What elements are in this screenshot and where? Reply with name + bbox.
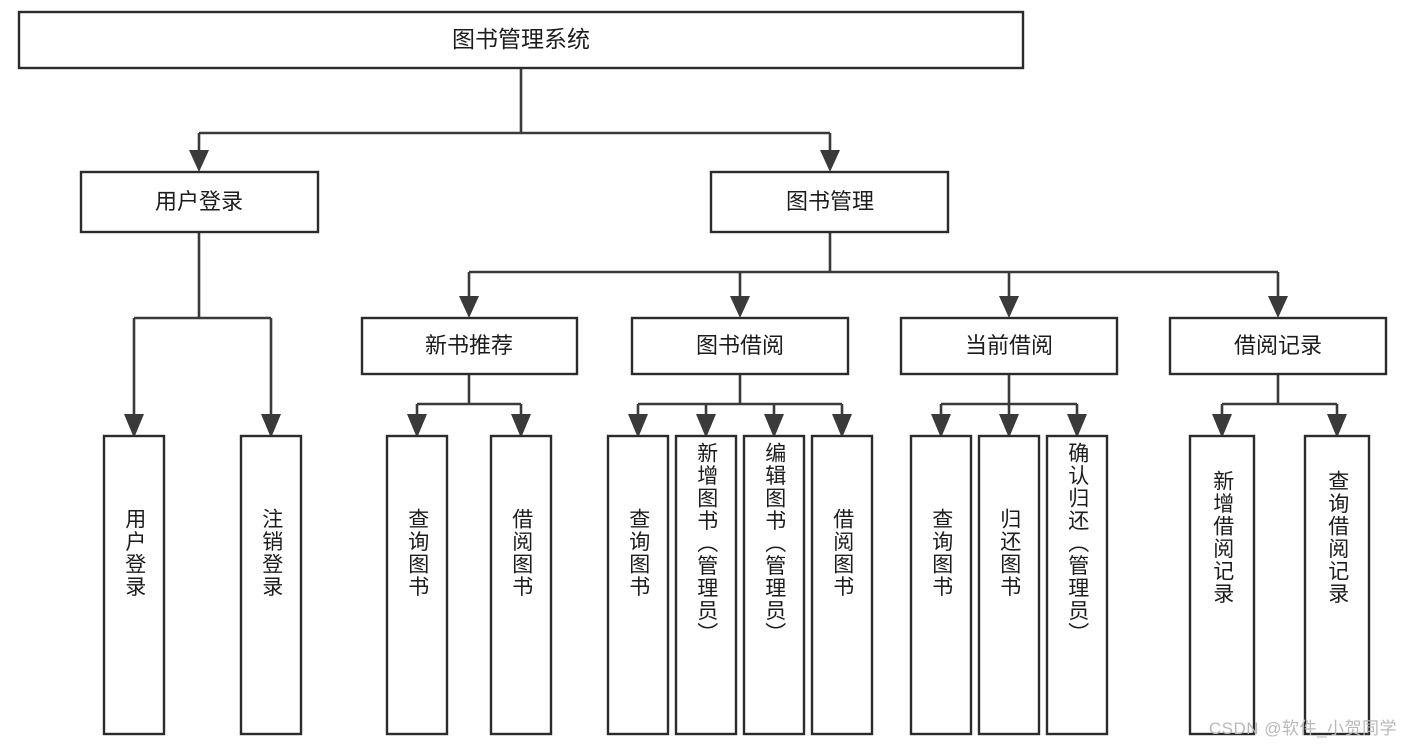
leaf-label-newbook-query-book: 查询图书 (405, 508, 429, 598)
arrowhead-currentborrow-leaf-2 (999, 414, 1019, 438)
arrowhead-borrow-records (1268, 296, 1288, 318)
node-book-borrow-label: 图书借阅 (696, 333, 784, 358)
node-book-manage-box[interactable] (709, 170, 950, 234)
leaf-box-borrow-book[interactable] (810, 434, 874, 736)
node-current-borrow[interactable]: 当前借阅 (899, 316, 1119, 376)
node-book-manage-label: 图书管理 (786, 189, 874, 214)
leaf-box-logout[interactable] (239, 434, 303, 736)
watermark-text: CSDN @软件_小贺同学 (1208, 719, 1397, 738)
arrowhead-borrowrecords-leaf-1 (1212, 414, 1232, 438)
leaf-box-query-borrow-record[interactable] (1303, 434, 1371, 736)
arrowhead-currentborrow-leaf-3 (1067, 414, 1087, 438)
node-borrow-records-label: 借阅记录 (1234, 333, 1322, 358)
leaf-label-borrow-query-book: 查询图书 (626, 508, 650, 598)
leaf-box-edit-book-admin[interactable] (742, 434, 806, 736)
arrowhead-bookborrow-leaf-1 (628, 414, 648, 438)
leaf-label-return-book: 归还图书 (997, 508, 1021, 598)
leaf-label-user-login: 用户登录 (122, 508, 146, 598)
leaf-box-confirm-return-admin[interactable] (1045, 434, 1109, 736)
node-user-login-label: 用户登录 (155, 189, 243, 214)
node-new-book-recommend-box[interactable] (360, 316, 579, 376)
arrowhead-newbook-leaf-2 (511, 414, 531, 438)
arrowhead-currentborrow-leaf-1 (931, 414, 951, 438)
arrowhead-bookborrow-leaf-4 (832, 414, 852, 438)
leaf-box-borrow-book-newbook[interactable] (489, 434, 553, 736)
leaf-label-query-borrow-record: 查询借阅记录 (1325, 470, 1349, 605)
node-user-login[interactable]: 用户登录 (79, 170, 320, 234)
leaf-box-add-borrow-record[interactable] (1188, 434, 1256, 736)
arrowhead-userlogin-leaf-2 (261, 414, 281, 438)
node-current-borrow-label: 当前借阅 (965, 333, 1053, 358)
arrowhead-bookborrow-leaf-2 (696, 414, 716, 438)
leaf-box-query-book-borrow[interactable] (606, 434, 670, 736)
leaf-label-add-book-admin: 新增图书（管理员） (694, 442, 718, 645)
node-current-borrow-box[interactable] (899, 316, 1119, 376)
leaf-box-group (102, 434, 1371, 736)
arrowhead-newbook-leaf-1 (407, 414, 427, 438)
node-borrow-records-box[interactable] (1168, 316, 1388, 376)
leaf-label-borrow-book: 借阅图书 (830, 508, 854, 598)
node-book-manage[interactable]: 图书管理 (709, 170, 950, 234)
node-borrow-records[interactable]: 借阅记录 (1168, 316, 1388, 376)
leaf-box-return-book[interactable] (977, 434, 1041, 736)
arrowhead-group (124, 150, 1347, 438)
node-new-book-recommend[interactable]: 新书推荐 (360, 316, 579, 376)
arrowhead-borrowrecords-leaf-2 (1327, 414, 1347, 438)
node-book-borrow-box[interactable] (630, 316, 850, 376)
arrowhead-new-book (459, 296, 479, 318)
leaf-box-user-login[interactable] (102, 434, 166, 736)
arrowhead-bookborrow-leaf-3 (764, 414, 784, 438)
leaf-label-newbook-borrow-book: 借阅图书 (509, 508, 533, 598)
arrowhead-book-manage (820, 150, 840, 172)
arrowhead-userlogin-leaf-1 (124, 414, 144, 438)
node-root[interactable]: 图书管理系统 (17, 10, 1025, 70)
node-new-book-recommend-label: 新书推荐 (425, 333, 513, 358)
leaf-label-confirm-return-admin: 确认归还（管理员） (1065, 442, 1089, 645)
arrowhead-current-borrow (999, 296, 1019, 318)
leaf-box-query-book-current[interactable] (909, 434, 973, 736)
leaf-label-current-query-book: 查询图书 (929, 508, 953, 598)
leaf-label-edit-book-admin: 编辑图书（管理员） (762, 442, 786, 645)
node-root-label: 图书管理系统 (452, 26, 590, 52)
leaf-box-query-book-newbook[interactable] (385, 434, 449, 736)
arrowhead-user-login (189, 150, 209, 172)
node-book-borrow[interactable]: 图书借阅 (630, 316, 850, 376)
leaf-label-logout: 注销登录 (259, 508, 283, 598)
leaf-label-add-borrow-record: 新增借阅记录 (1210, 470, 1234, 605)
leaf-box-add-book-admin[interactable] (674, 434, 738, 736)
node-root-box[interactable] (17, 10, 1025, 70)
arrowhead-book-borrow (730, 296, 750, 318)
node-user-login-box[interactable] (79, 170, 320, 234)
